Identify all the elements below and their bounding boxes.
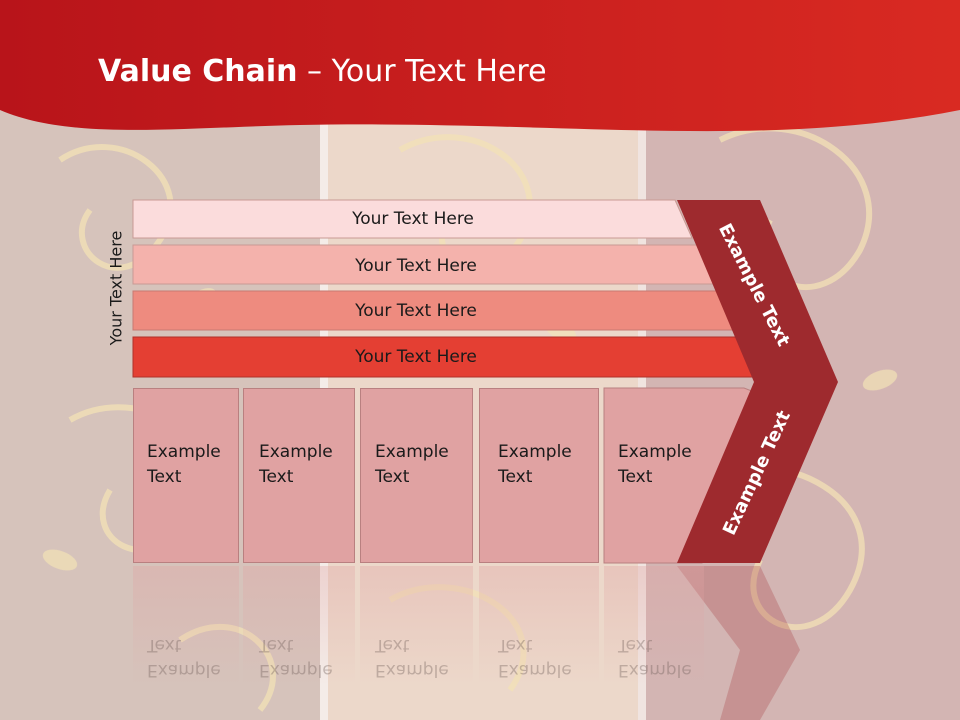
slide-title: Value Chain – Your Text Here [98,54,547,89]
chevron-arrow[interactable] [677,200,838,563]
activity-box-3[interactable] [360,388,473,563]
row-bar-2-label: Your Text Here [355,256,477,276]
box-reflection [604,566,704,686]
activity-box-4[interactable] [479,388,599,563]
activity-box-1[interactable] [133,388,239,563]
box-reflection [360,566,473,686]
title-rest: – Your Text Here [297,54,547,89]
row-bar-4-label: Your Text Here [355,347,477,367]
activity-box-2[interactable] [243,388,355,563]
chevron-reflection [677,566,800,720]
row-bar-1-label: Your Text Here [352,209,474,229]
box-reflection [243,566,355,686]
box-reflection [479,566,599,686]
row-bar-1[interactable] [132,199,693,239]
side-label-text: Your Text Here [106,230,126,346]
header-band [0,0,960,132]
title-bold: Value Chain [98,54,298,89]
box-reflection [133,566,239,686]
row-bar-3-label: Your Text Here [355,301,477,321]
